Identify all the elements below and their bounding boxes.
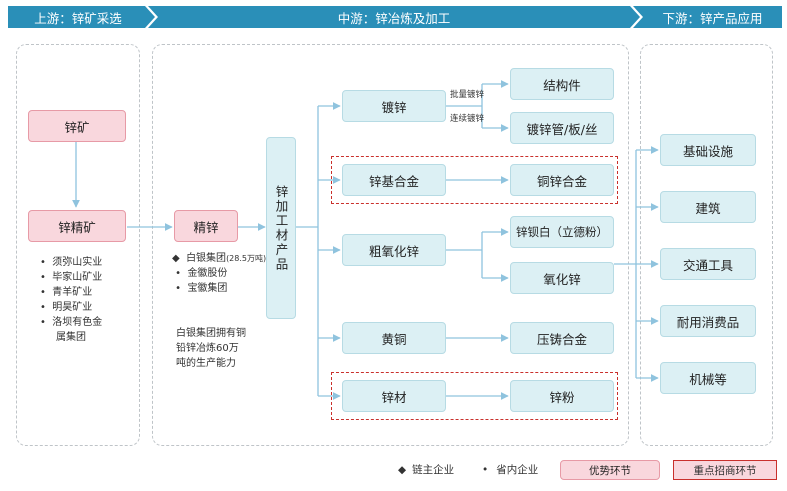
list-item: • 明昊矿业 [40,302,93,313]
list-item: ◆ 白银集团(28.5万吨) [172,253,267,264]
crude-zinc-oxide-node: 粗氧化锌 [342,234,446,266]
zinc-processing-products-node: 锌加工材产品 [266,137,296,319]
key-investment-frame-alloy [331,156,618,204]
structural-parts-node: 结构件 [510,68,614,100]
brass-node: 黄铜 [342,322,446,354]
zinc-ore-node: 锌矿 [28,110,126,142]
bullet-icon: • [482,463,489,476]
legend-advantage: 优势环节 [560,460,660,480]
list-item: • 须弥山实业 [40,257,103,268]
midstream-company-list: ◆ 白银集团(28.5万吨) • 金徽股份 • 宝徽集团 [172,251,282,296]
list-item: • 毕家山矿业 [40,272,103,283]
app-durable-goods-node: 耐用消费品 [660,305,756,337]
zinc-alloy-node: 锌基合金 [342,164,446,196]
app-machinery-node: 机械等 [660,362,756,394]
list-item: • 宝徽集团 [172,283,228,294]
midstream-banner-shape [148,6,640,28]
capacity-note: 白银集团拥有铜 铅锌冶炼60万 吨的生产能力 [176,328,246,369]
app-vehicles-node: 交通工具 [660,248,756,280]
list-item: • 青羊矿业 [40,287,93,298]
continuous-galvanizing-label: 连续镀锌 [450,114,485,124]
galvanized-pipe-node: 镀锌管/板/丝 [510,112,614,144]
upstream-company-list: • 须弥山实业 • 毕家山矿业 • 青羊矿业 • 明昊矿业 • 洛坝有色金 属集… [40,255,140,345]
upstream-banner-shape [8,6,155,28]
diamond-icon: ◆ [398,463,407,476]
die-cast-alloy-node: 压铸合金 [510,322,614,354]
app-construction-node: 建筑 [660,191,756,223]
key-investment-frame-zinc-material [331,372,618,420]
stage-banner-shapes [8,6,782,28]
zinc-oxide-node: 氧化锌 [510,262,614,294]
zinc-material-node: 锌材 [342,380,446,412]
zinc-powder-node: 锌粉 [510,380,614,412]
zinc-concentrate-node: 锌精矿 [28,210,126,242]
upstream-stage-title: 上游：锌矿采选 [34,10,122,26]
downstream-stage-title: 下游：锌产品应用 [662,10,763,26]
legend-chain-leader: ◆ 链主企业 [398,463,455,477]
refined-zinc-node: 精锌 [174,210,238,242]
legend-key-investment: 重点招商环节 [673,460,777,480]
copper-zinc-alloy-node: 铜锌合金 [510,164,614,196]
list-item: 属集团 [56,332,86,343]
list-item: • 洛坝有色金 [40,317,103,328]
batch-galvanizing-label: 批量镀锌 [450,90,485,100]
list-item: • 金徽股份 [172,268,228,279]
app-infrastructure-node: 基础设施 [660,134,756,166]
midstream-stage-title: 中游：锌冶炼及加工 [337,10,451,26]
galvanizing-node: 镀锌 [342,90,446,122]
downstream-banner-shape [633,6,782,28]
lithopone-node: 锌钡白（立德粉） [510,216,614,248]
legend-provincial: • 省内企业 [482,463,539,477]
